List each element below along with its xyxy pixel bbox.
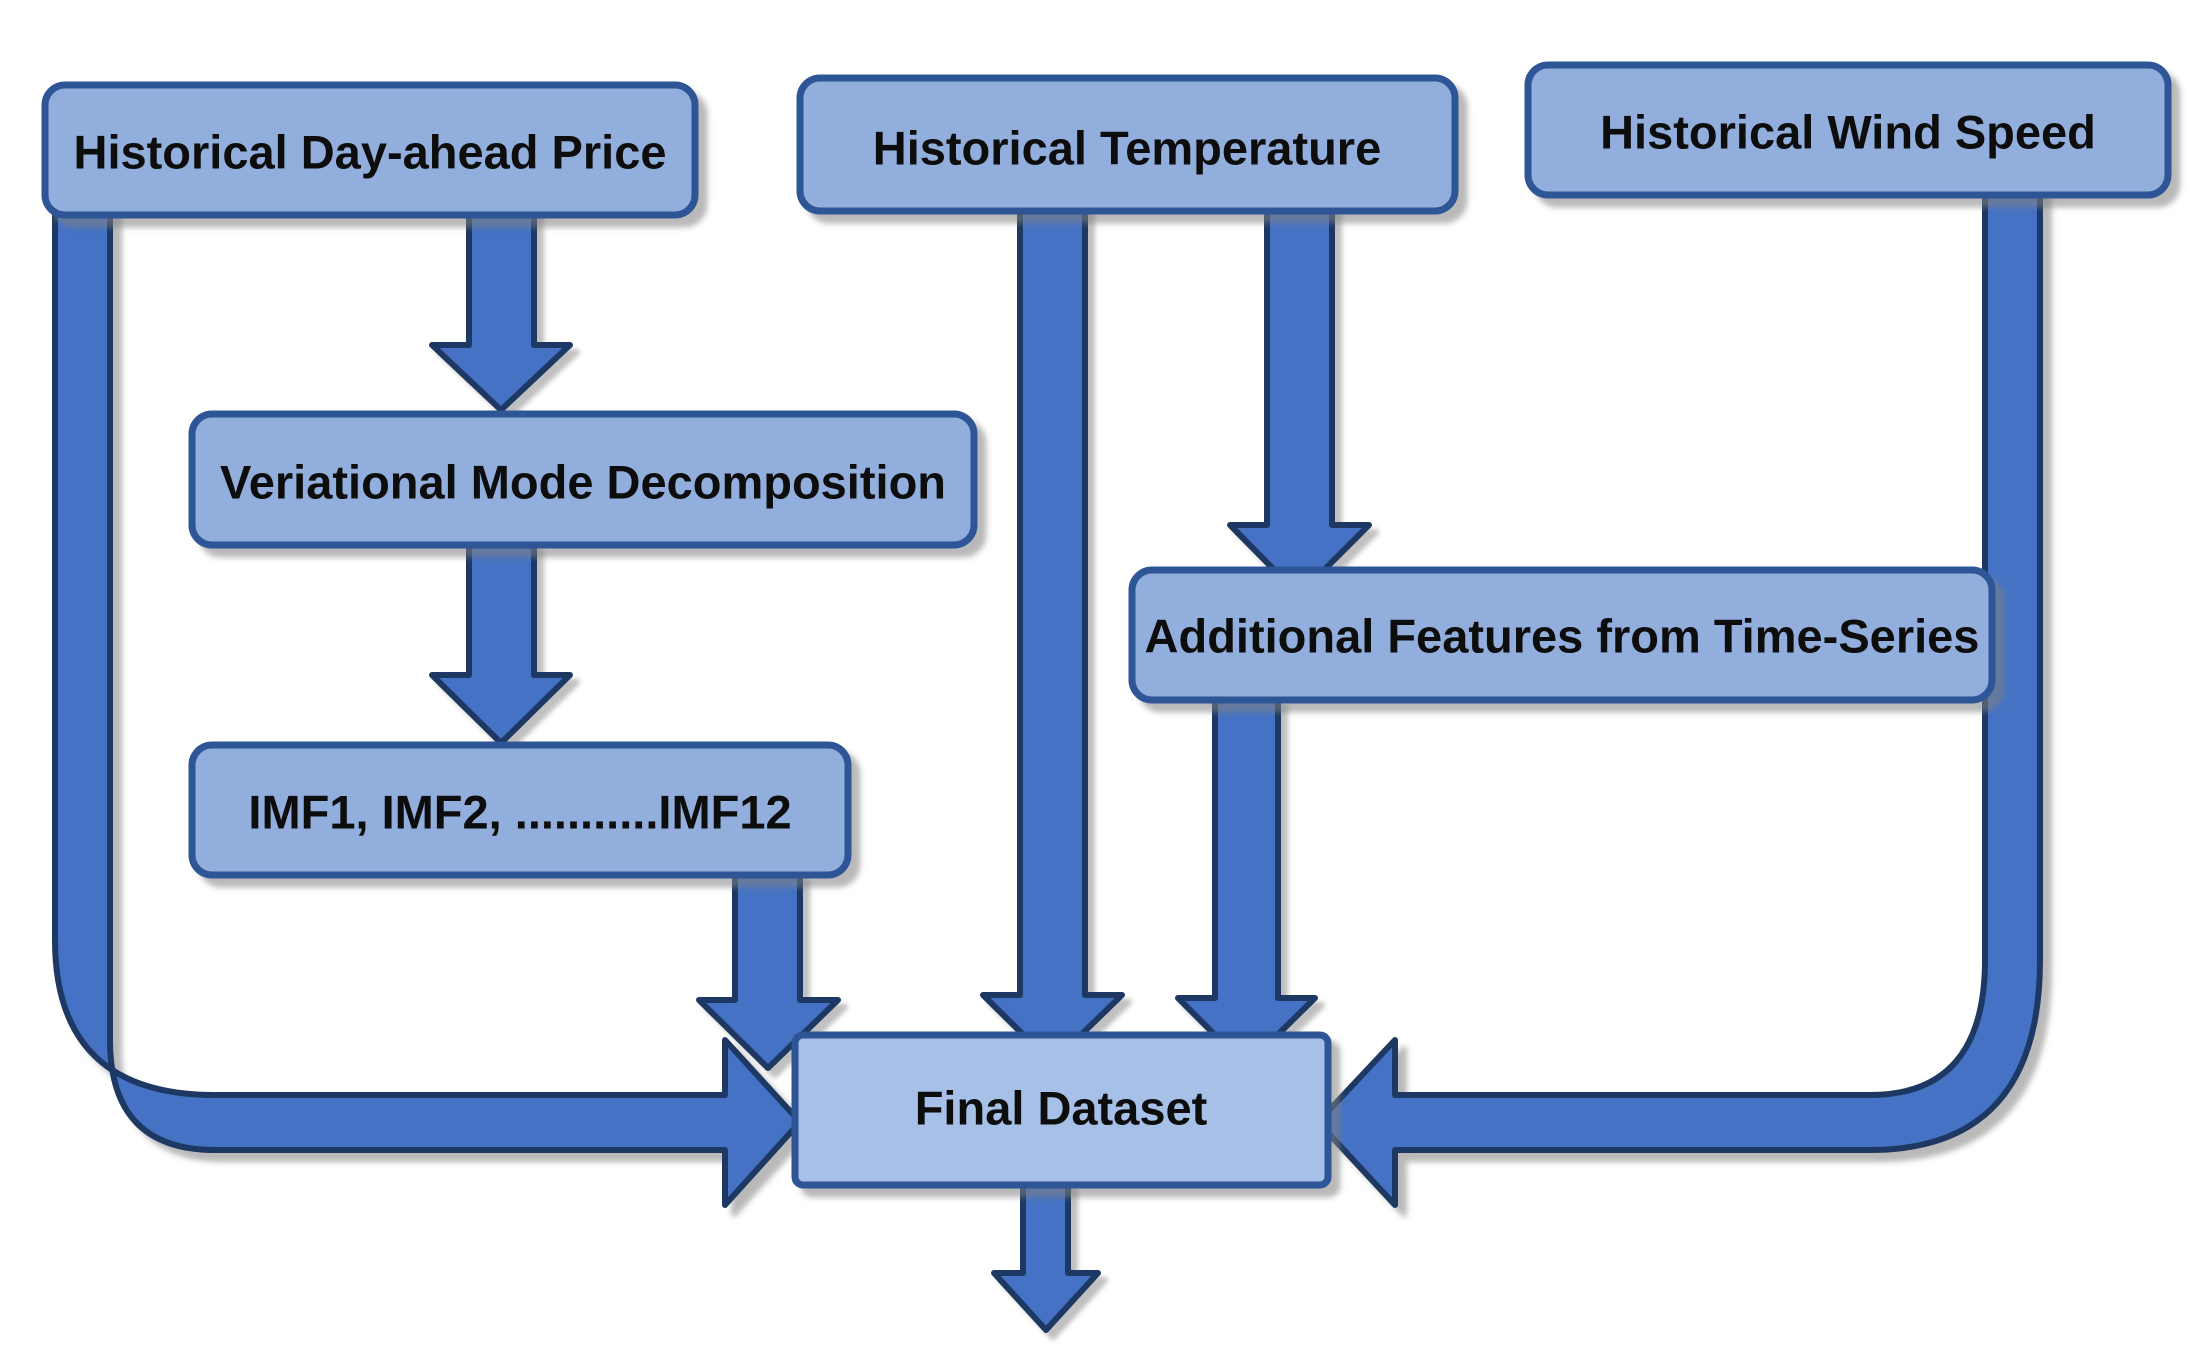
node-label-temperature: Historical Temperature <box>873 121 1381 174</box>
node-imf-list[interactable]: IMF1, IMF2, ...........IMF12 <box>188 741 852 879</box>
node-label-wind-speed: Historical Wind Speed <box>1600 105 2096 158</box>
edge-wind-to-final <box>1315 157 2043 1208</box>
edge-temp-to-final <box>980 157 1125 1066</box>
node-label-final-dataset: Final Dataset <box>915 1081 1208 1134</box>
edge-vmd-to-imf <box>429 542 573 746</box>
node-historical-temperature[interactable]: Historical Temperature <box>796 74 1459 215</box>
node-label-vmd: Veriational Mode Decomposition <box>220 455 946 508</box>
edge-temp-to-addfeat <box>1227 157 1372 598</box>
node-box-vmd <box>188 410 978 549</box>
node-historical-day-ahead-price[interactable]: Historical Day-ahead Price <box>41 81 699 219</box>
node-box-additional-features <box>1128 566 1996 704</box>
node-box-temperature <box>796 74 1459 215</box>
node-box-price <box>41 81 699 219</box>
node-label-imf: IMF1, IMF2, ...........IMF12 <box>248 785 791 838</box>
node-label-additional-features: Additional Features from Time-Series <box>1145 609 1980 662</box>
node-box-wind-speed <box>1524 61 2172 199</box>
edge-price-to-final <box>52 157 803 1208</box>
node-box-final-dataset <box>791 1031 1332 1189</box>
edge-final-output <box>991 1180 1101 1333</box>
edge-addfeat-to-final <box>1175 697 1318 1069</box>
node-box-imf <box>188 741 852 879</box>
node-label-price: Historical Day-ahead Price <box>74 125 667 178</box>
node-final-dataset[interactable]: Final Dataset <box>791 1031 1332 1189</box>
node-veriational-mode-decomposition[interactable]: Veriational Mode Decomposition <box>188 410 978 549</box>
node-additional-features[interactable]: Additional Features from Time-Series <box>1128 566 1996 704</box>
node-historical-wind-speed[interactable]: Historical Wind Speed <box>1524 61 2172 199</box>
